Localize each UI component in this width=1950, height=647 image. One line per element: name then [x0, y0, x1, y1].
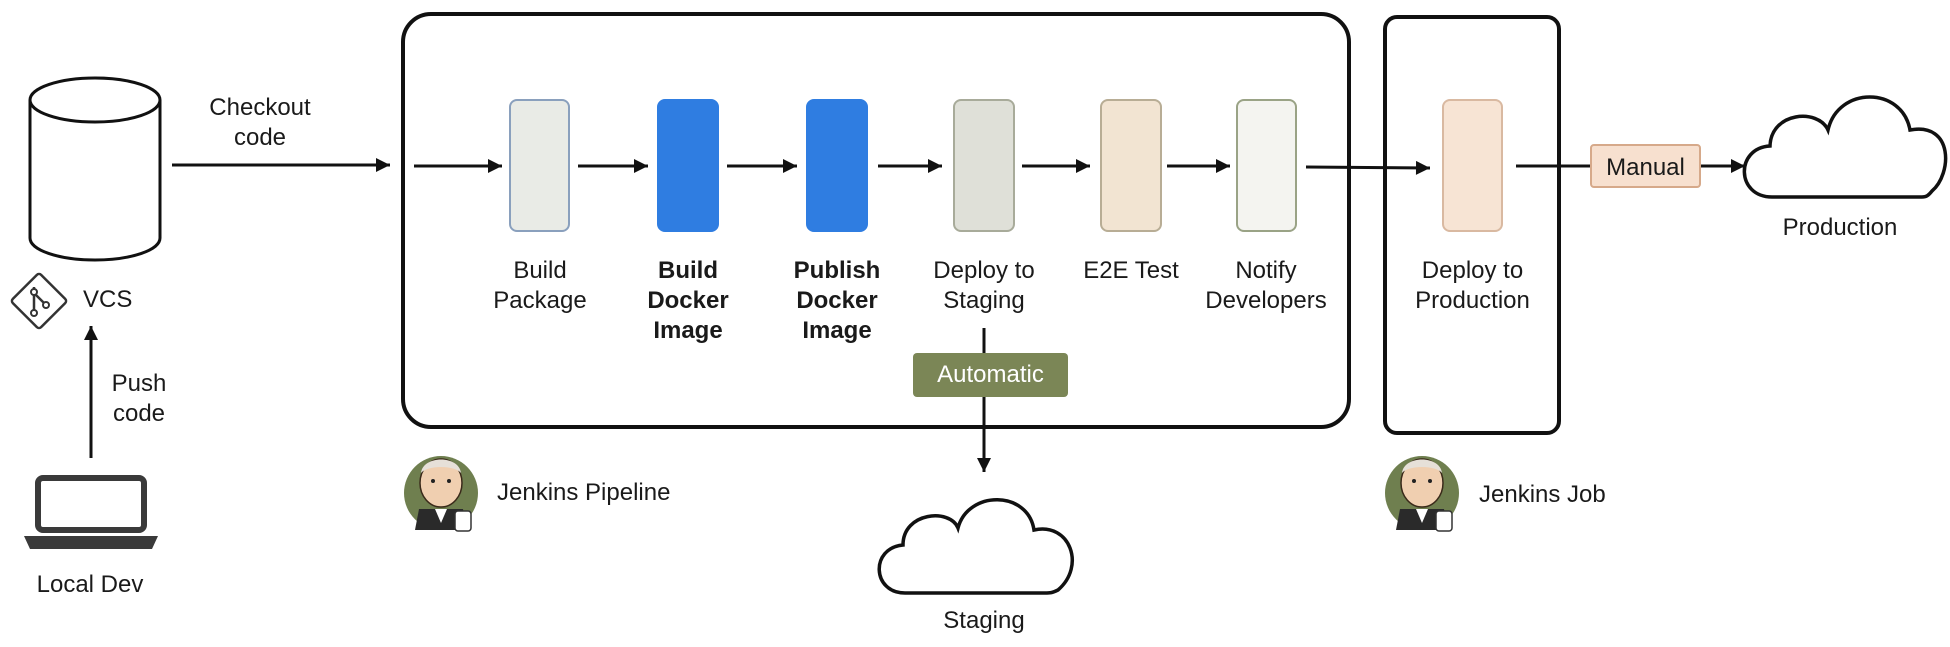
- staging-label: Staging: [943, 607, 1025, 634]
- stage-label: Notify Developers: [1205, 257, 1327, 314]
- vcs-label: VCS: [83, 286, 133, 313]
- automatic-badge: Automatic: [913, 353, 1068, 397]
- push-label: Push code: [111, 370, 167, 427]
- notify-to-job-arrow: [1305, 160, 1431, 175]
- jenkins-job-label: Jenkins Job: [1479, 481, 1606, 508]
- jenkins-icon: [404, 456, 478, 532]
- stage-label: E2E Test: [1083, 257, 1179, 284]
- cloud-icon: [877, 498, 1074, 595]
- jenkins-pipeline-label: Jenkins Pipeline: [497, 479, 671, 506]
- git-icon: [10, 272, 68, 330]
- local-dev-label: Local Dev: [36, 571, 144, 598]
- stage-notify-developers: [1236, 99, 1297, 232]
- stage-build-docker-image: [657, 99, 719, 232]
- stage-deploy-production: [1442, 99, 1503, 232]
- jenkins-icon: [1385, 456, 1459, 532]
- checkout-label: Checkout code: [209, 94, 311, 151]
- production-label: Production: [1782, 214, 1898, 241]
- stage-label: Deploy to Production: [1415, 257, 1530, 314]
- database-icon: [28, 76, 162, 262]
- cloud-icon: [1742, 95, 1948, 199]
- manual-badge: Manual: [1590, 144, 1701, 188]
- stage-deploy-staging: [953, 99, 1015, 232]
- job-container: [1383, 15, 1561, 435]
- stage-publish-docker-image: [806, 99, 868, 232]
- stage-label: Build Package: [493, 257, 587, 314]
- pipeline-container: [401, 12, 1351, 429]
- stage-label: Publish Docker Image: [793, 257, 881, 344]
- stage-build-package: [509, 99, 570, 232]
- laptop-icon: [24, 475, 158, 549]
- stage-label: Deploy to Staging: [933, 257, 1035, 314]
- stage-e2e-test: [1100, 99, 1162, 232]
- stage-label: Build Docker Image: [647, 257, 729, 344]
